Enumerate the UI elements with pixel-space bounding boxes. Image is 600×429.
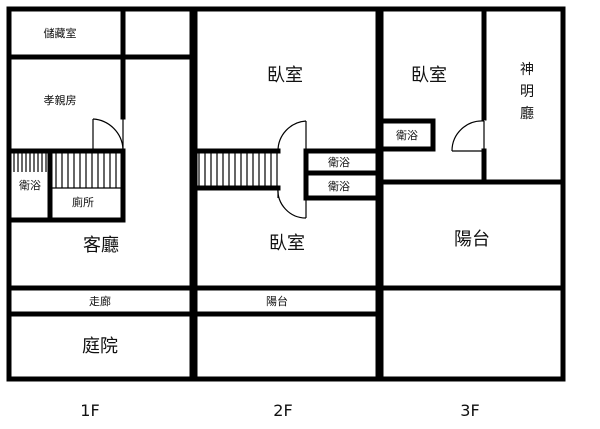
room-label-shrine-line3: 廳 <box>520 105 534 122</box>
room-label-1f-bath: 衛浴 <box>19 179 41 192</box>
floor-1f-plan: 儲藏室 孝親房 衛浴 廁所 客廳 走廊 庭院 <box>6 6 195 382</box>
room-label-storage: 儲藏室 <box>44 26 77 40</box>
stairs-2f <box>198 153 278 186</box>
door-swing-icon <box>451 120 485 152</box>
room-label-2f-bedroom-bottom: 臥室 <box>269 233 305 254</box>
door-swing-icon <box>277 187 307 219</box>
stairs-1f-bath <box>13 151 47 172</box>
room-label-2f-bath-bottom: 衛浴 <box>328 180 350 193</box>
room-label-shrine-line1: 神 <box>520 62 534 78</box>
room-label-3f-balcony: 陽台 <box>454 229 490 250</box>
room-label-corridor: 走廊 <box>89 294 111 308</box>
room-label-shrine-line2: 明 <box>520 84 534 100</box>
room-label-2f-bath-top: 衛浴 <box>328 156 350 169</box>
room-label-living-room: 客廳 <box>83 235 119 256</box>
room-label-toilet: 廁所 <box>72 195 94 209</box>
room-label-2f-balcony: 陽台 <box>266 294 288 308</box>
floor-label-2f: 2F <box>273 401 292 420</box>
floor-label-3f: 3F <box>460 401 479 420</box>
floor-2f-plan: 臥室 衛浴 衛浴 臥室 陽台 <box>192 6 381 382</box>
floor-label-1f: 1F <box>80 401 99 420</box>
room-label-3f-bedroom: 臥室 <box>411 65 447 86</box>
stairs-1f-toilet <box>52 151 121 189</box>
door-swing-icon <box>92 117 124 150</box>
room-label-parents-room: 孝親房 <box>44 94 77 107</box>
room-label-3f-bath: 衛浴 <box>396 129 418 142</box>
floor-3f-plan: 臥室 衛浴 神 明 廳 陽台 <box>378 6 566 382</box>
room-label-courtyard: 庭院 <box>82 336 118 357</box>
room-label-2f-bedroom-top: 臥室 <box>267 65 303 86</box>
door-swing-icon <box>277 120 307 152</box>
